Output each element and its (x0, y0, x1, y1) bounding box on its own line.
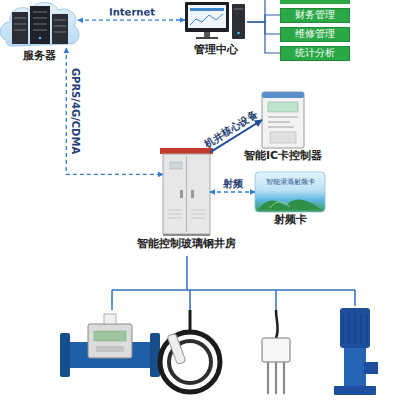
menu-box: 统计分析 (280, 46, 350, 61)
connector (247, 15, 280, 22)
distribution-lines (112, 256, 355, 310)
menu-box: 维修管理 (280, 27, 350, 42)
node-label: 智能控制玻璃钢井房 (137, 238, 236, 251)
ic-controller (262, 92, 304, 148)
connector (247, 22, 280, 53)
connector-label: Internet (108, 7, 154, 18)
menu-box: 财务管理 (280, 8, 350, 23)
water-meter (60, 314, 160, 377)
menu-box (280, 0, 350, 4)
connector-label: 机井核心设备 (203, 108, 260, 149)
soil-sensor (262, 310, 290, 394)
connector (247, 22, 280, 34)
connector-label: 射频 (223, 178, 243, 189)
connector (78, 19, 185, 21)
well-house (160, 148, 213, 236)
pump (334, 308, 378, 395)
computer (185, 2, 245, 39)
rf-card (255, 172, 325, 212)
server-node: 服务器 (0, 0, 78, 48)
connector-label: GPRS/4G/CDMA (70, 68, 81, 154)
controller-node: 智能IC卡控制器 (262, 92, 304, 148)
well-house-node: 智能控制玻璃钢井房 (163, 148, 210, 236)
card-print: 智能灌溉射频卡 (266, 179, 315, 187)
server-cloud (0, 3, 79, 47)
node-label: 射频卡 (274, 214, 307, 227)
node-label: 智能IC卡控制器 (244, 150, 322, 163)
node-label: 服务器 (23, 50, 56, 63)
node-label: 管理中心 (194, 44, 238, 57)
card-node: 射频卡 (255, 172, 325, 212)
connector (66, 48, 163, 174)
box-text: 财务管理 (295, 9, 335, 21)
box-text: 统计分析 (295, 47, 335, 59)
connector (210, 191, 255, 192)
probe-sensor (160, 310, 220, 392)
bracket-line (265, 0, 280, 22)
management-node: 管理中心 (185, 2, 247, 42)
box-text: 维修管理 (295, 28, 335, 40)
